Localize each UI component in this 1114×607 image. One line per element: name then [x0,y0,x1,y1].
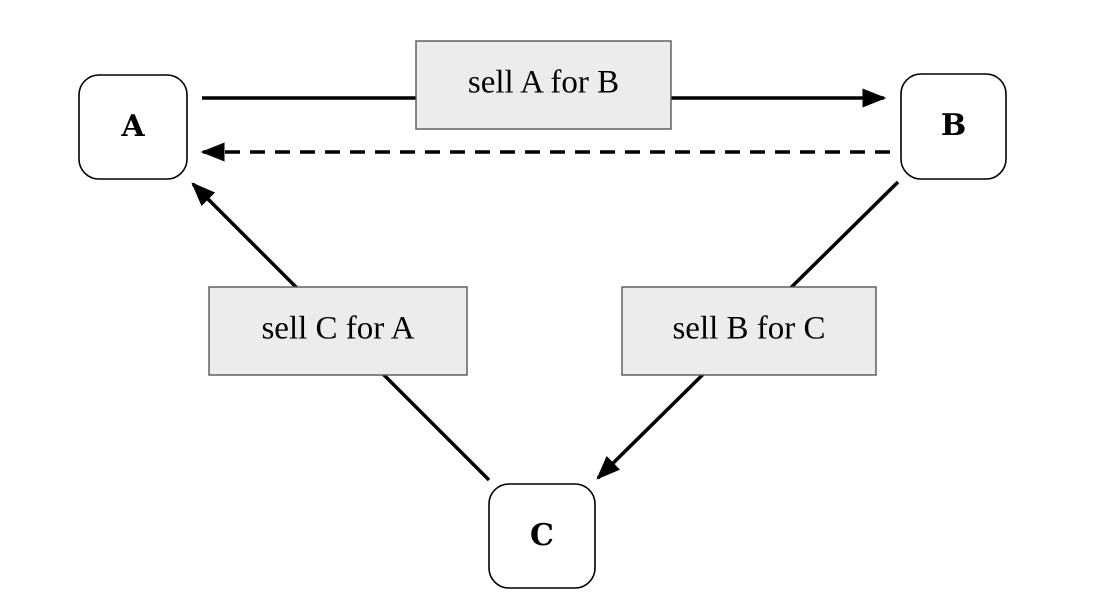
edge-b-to-c: sell B for C [596,180,900,480]
edge-a-to-b-label-box [415,40,672,130]
edge-c-to-a-label-box [208,286,468,376]
node-a: A [78,74,188,180]
node-a-label: A [120,109,145,144]
edge-c-to-a-label: sell C for A [261,311,414,347]
edge-a-to-b: sell A for B [202,40,887,130]
node-a-box [78,74,188,180]
node-b-label: B [941,108,966,143]
node-c-box [488,483,596,589]
node-c-label: C [530,518,554,553]
edge-b-to-c-label: sell B for C [672,311,825,347]
node-b: B [900,73,1007,180]
node-c: C [488,483,596,589]
node-b-box [900,73,1007,180]
edge-c-to-a: sell C for A [191,182,491,482]
edge-b-to-c-label-box [621,286,877,376]
edge-a-to-b-label: sell A for B [468,65,619,101]
